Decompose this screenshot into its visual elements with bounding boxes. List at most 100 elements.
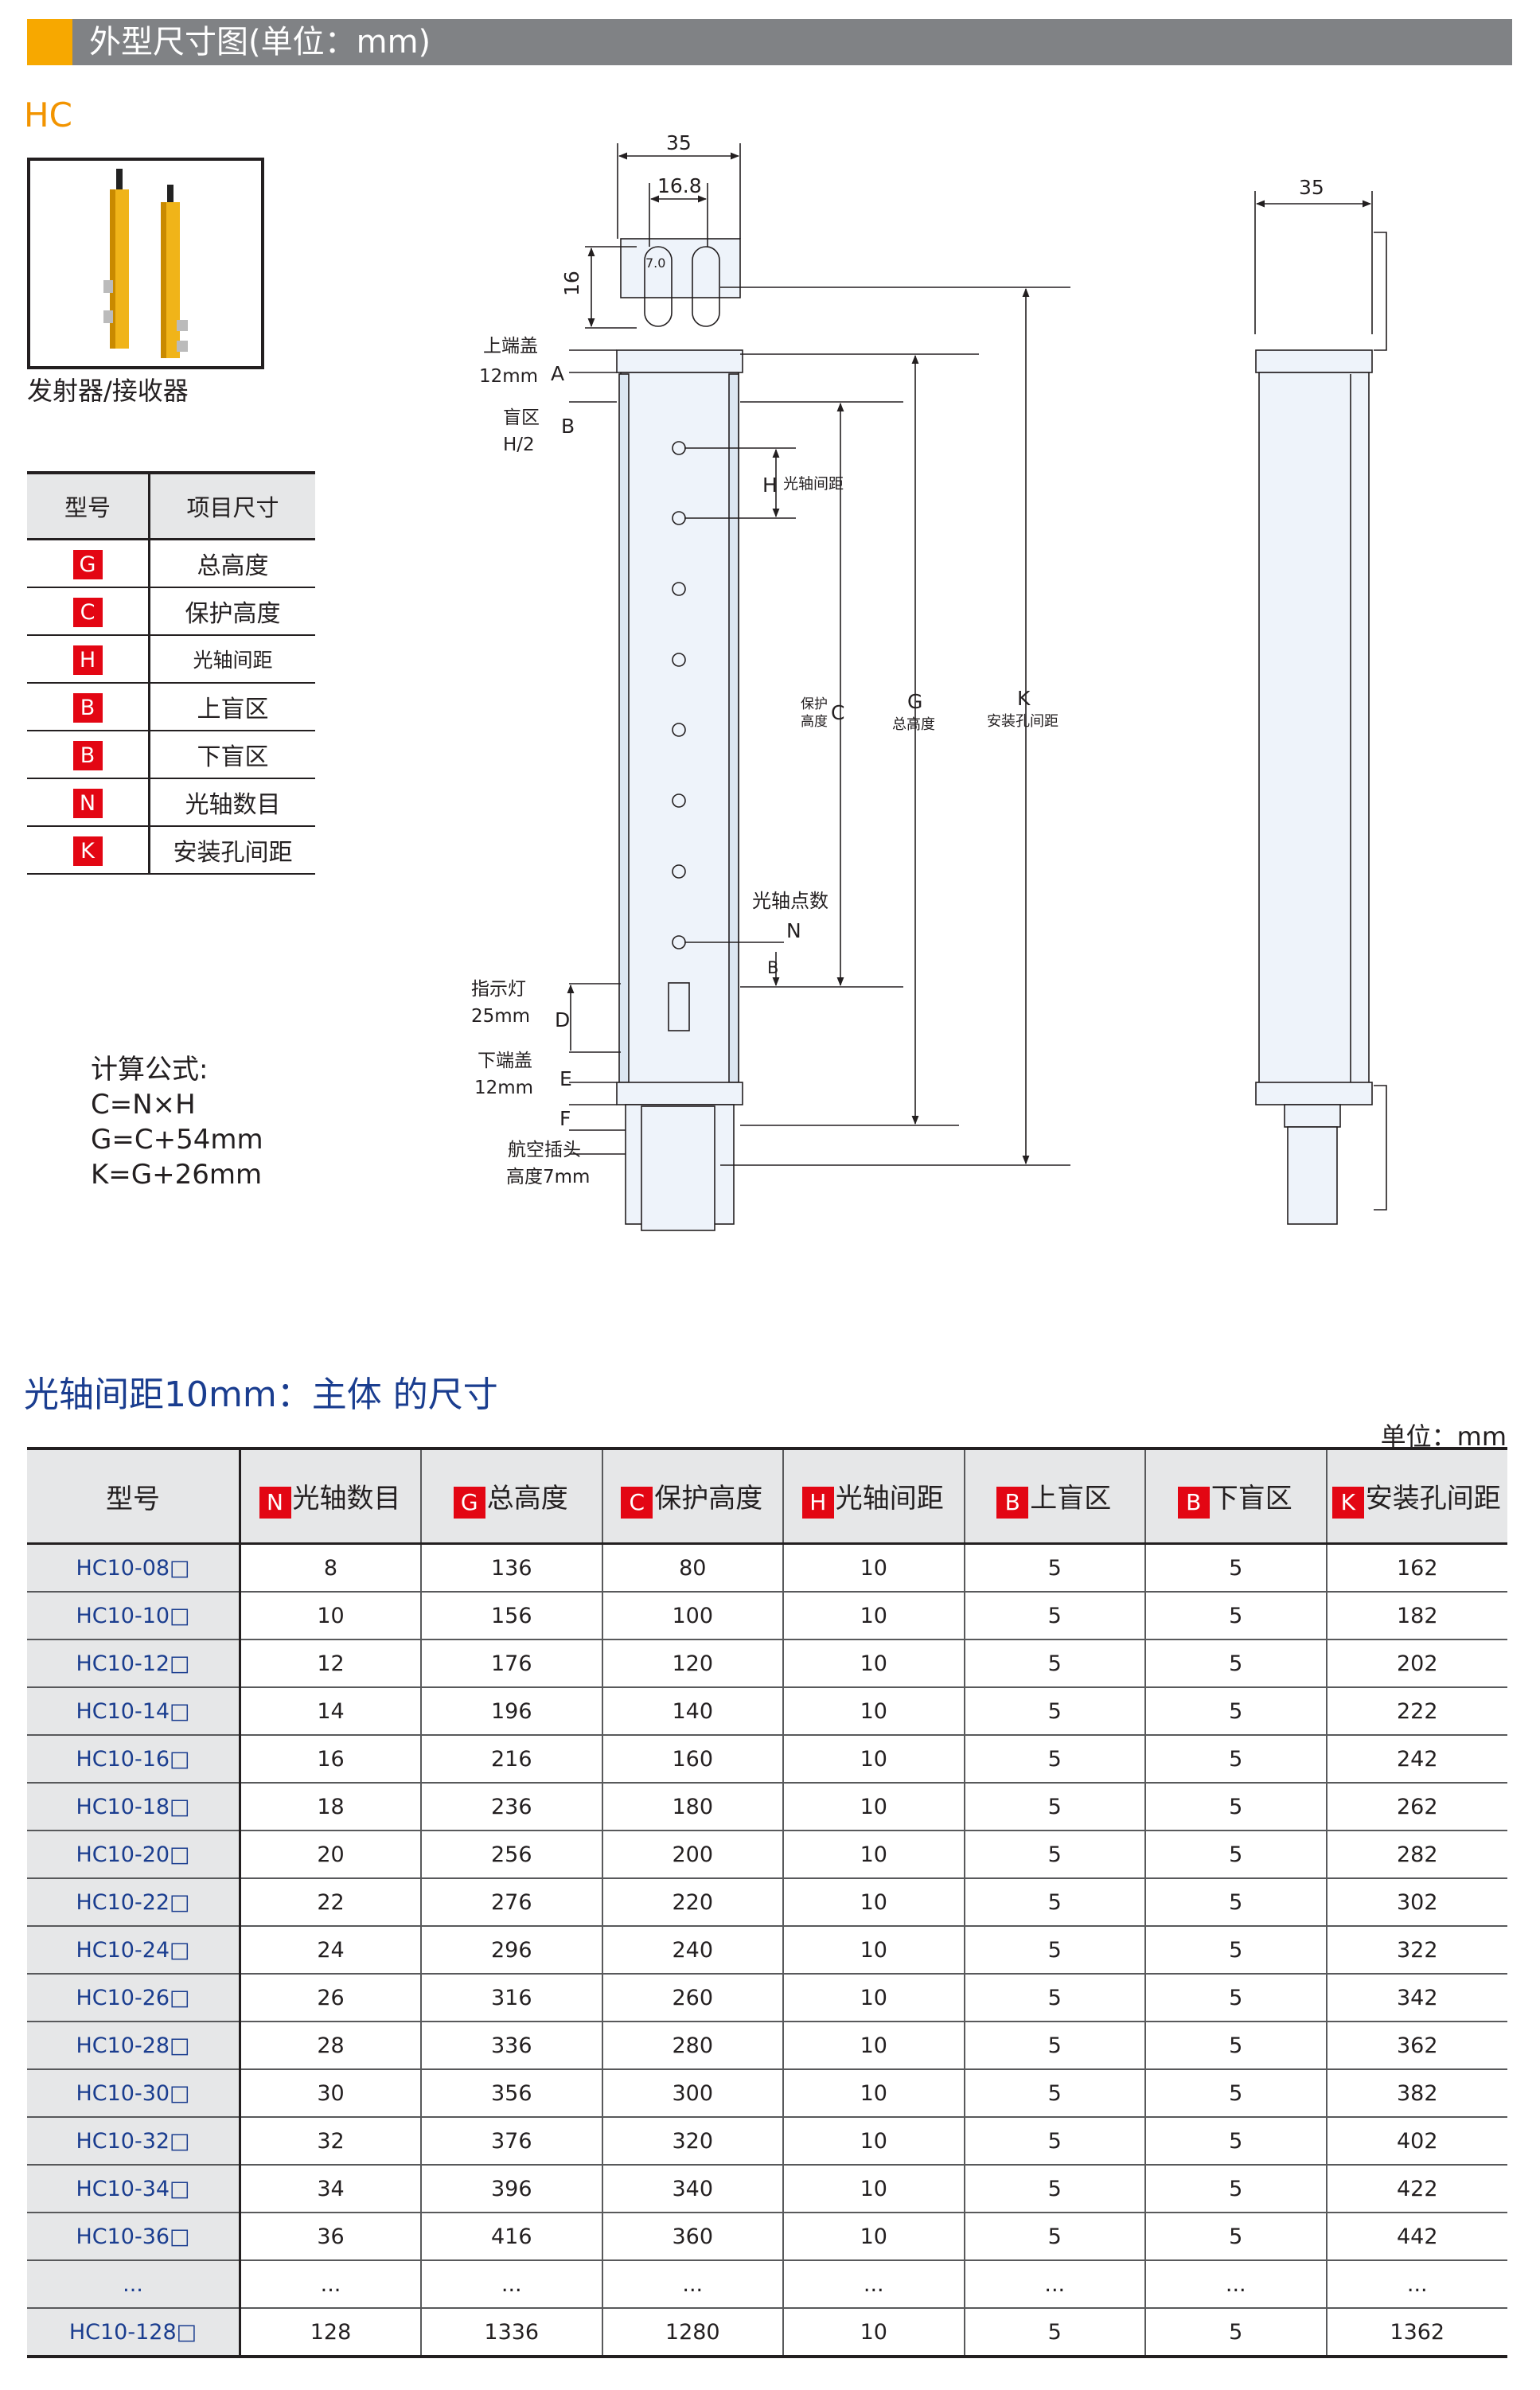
spec-title: 光轴间距10mm：主体 的尺寸 — [24, 1374, 498, 1415]
value-cell: 22 — [239, 1878, 421, 1927]
value-cell: 10 — [782, 1639, 965, 1688]
value-cell: 156 — [420, 1592, 602, 1640]
value-cell: 12 — [239, 1639, 421, 1688]
value-cell: 302 — [1325, 1878, 1507, 1927]
label-plug: 航空插头 — [508, 1140, 581, 1160]
legend-label: 安装孔间距 — [173, 839, 293, 867]
value-cell: 10 — [782, 2069, 965, 2118]
badge-b: B — [74, 694, 101, 721]
badge-n: N — [260, 1487, 290, 1517]
value-cell: ... — [1325, 2260, 1507, 2309]
label-g: G — [907, 690, 922, 713]
value-cell: 10 — [782, 1878, 965, 1927]
value-cell: 26 — [239, 1974, 421, 2022]
formula-line: K=G+26mm — [91, 1159, 263, 1191]
value-cell: 340 — [601, 2165, 783, 2213]
value-cell: 5 — [1144, 1926, 1327, 1975]
value-cell: 422 — [1325, 2165, 1507, 2213]
value-cell: 182 — [1325, 1592, 1507, 1640]
value-cell: 32 — [239, 2117, 421, 2166]
badge-c: C — [74, 598, 101, 626]
label-b-bottom: B — [767, 958, 778, 977]
banner-accent — [27, 19, 72, 65]
badge-k: K — [1333, 1487, 1363, 1517]
value-cell: 8 — [239, 1543, 421, 1593]
value-cell: 10 — [782, 1926, 965, 1975]
value-cell: 10 — [782, 1783, 965, 1831]
value-cell: 5 — [963, 2117, 1145, 2166]
model-cell: HC10-26□ — [27, 1974, 241, 2022]
value-cell: 262 — [1325, 1783, 1507, 1831]
value-cell: 136 — [420, 1543, 602, 1593]
value-cell: 10 — [782, 2213, 965, 2261]
value-cell: 200 — [601, 1831, 783, 1879]
value-cell: 196 — [420, 1687, 602, 1736]
label-c-desc2: 高度 — [801, 714, 828, 730]
model-cell: HC10-28□ — [27, 2022, 241, 2070]
label-bottom-cap: 下端盖 — [478, 1051, 532, 1071]
model-cell: HC10-16□ — [27, 1735, 241, 1784]
value-cell: 202 — [1325, 1639, 1507, 1688]
value-cell: 5 — [1144, 1592, 1327, 1640]
value-cell: 5 — [963, 1592, 1145, 1640]
value-cell: 5 — [1144, 2117, 1327, 2166]
value-cell: 10 — [782, 1831, 965, 1879]
label-n: N — [786, 919, 801, 942]
dim-7: 7.0 — [645, 255, 665, 271]
model-cell: HC10-22□ — [27, 1878, 241, 1927]
badge-k: K — [74, 837, 101, 864]
badge-b: B — [74, 742, 101, 769]
label-blind: 盲区 — [503, 407, 540, 428]
value-cell: 256 — [420, 1831, 602, 1879]
value-cell: 10 — [782, 1687, 965, 1736]
value-cell: 5 — [963, 1974, 1145, 2022]
label-f: F — [559, 1107, 571, 1130]
value-cell: 36 — [239, 2213, 421, 2261]
value-cell: 10 — [782, 2117, 965, 2166]
value-cell: 5 — [963, 1639, 1145, 1688]
value-cell: 5 — [963, 1687, 1145, 1736]
legend-label: 光轴间距 — [193, 649, 273, 672]
value-cell: 1336 — [420, 2308, 602, 2358]
legend-col-model: 型号 — [27, 473, 150, 540]
model-cell: HC10-30□ — [27, 2069, 241, 2118]
value-cell: 10 — [782, 1592, 965, 1640]
model-cell: HC10-32□ — [27, 2117, 241, 2166]
label-b-top: B — [561, 415, 575, 438]
value-cell: 5 — [963, 1926, 1145, 1975]
value-cell: 5 — [1144, 1878, 1327, 1927]
label-d: D — [555, 1008, 570, 1031]
label-bottom-cap-mm: 12mm — [474, 1078, 533, 1098]
value-cell: 18 — [239, 1783, 421, 1831]
dim-16: 16 — [560, 271, 583, 296]
model-cell: HC10-128□ — [27, 2308, 241, 2358]
legend-label: 上盲区 — [197, 696, 269, 723]
value-cell: 396 — [420, 2165, 602, 2213]
value-cell: 80 — [601, 1543, 783, 1593]
formula-line: C=N×H — [91, 1089, 196, 1121]
legend-label: 总高度 — [197, 552, 269, 580]
model-cell: HC10-14□ — [27, 1687, 241, 1736]
value-cell: 5 — [1144, 2308, 1327, 2358]
model-cell: HC10-10□ — [27, 1592, 241, 1640]
value-cell: 416 — [420, 2213, 602, 2261]
value-cell: 10 — [782, 2022, 965, 2070]
value-cell: 14 — [239, 1687, 421, 1736]
dim-16-8: 16.8 — [657, 174, 702, 197]
value-cell: 382 — [1325, 2069, 1507, 2118]
value-cell: 5 — [1144, 2165, 1327, 2213]
value-cell: 10 — [239, 1592, 421, 1640]
label-plug-h: 高度7mm — [506, 1167, 590, 1187]
value-cell: 5 — [1144, 1783, 1327, 1831]
spec-unit: 单位：mm — [1380, 1421, 1507, 1452]
label-top-cap: 上端盖 — [483, 336, 538, 357]
badge-b: B — [1179, 1487, 1208, 1517]
